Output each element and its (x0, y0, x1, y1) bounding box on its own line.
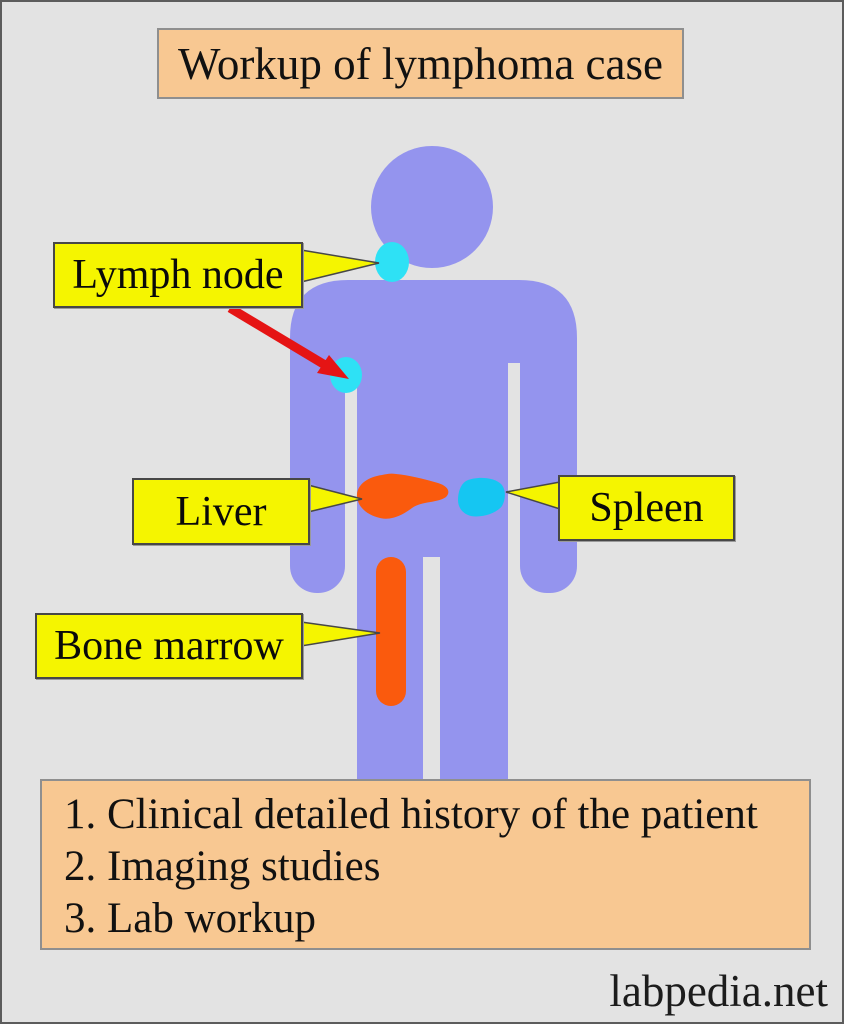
bone-marrow-shape (376, 557, 406, 706)
human-figure (290, 146, 577, 780)
spleen-shape (458, 477, 505, 517)
right-arm-shape (520, 335, 577, 593)
lymph-node-arrow (227, 304, 349, 379)
bone-marrow-label-text: Bone marrow (54, 623, 284, 669)
site-watermark: labpedia.net (609, 966, 828, 1016)
liver-shape (356, 473, 449, 519)
liver-label: Liver (132, 478, 310, 545)
callout-pointers (300, 249, 561, 647)
lymph-node-label-text: Lymph node (72, 252, 284, 298)
spleen-label-text: Spleen (589, 485, 704, 531)
legs-gap (423, 557, 440, 780)
lymph-node-neck-shape (375, 242, 409, 282)
bone-marrow-label: Bone marrow (35, 613, 303, 679)
lymph-node-pointer (300, 249, 380, 283)
head-shape (371, 146, 493, 268)
arrow-head (317, 355, 349, 379)
workup-item: 1. Clinical detailed history of the pati… (64, 791, 758, 838)
liver-label-text: Liver (175, 488, 267, 535)
workup-list-box: 1. Clinical detailed history of the pati… (40, 779, 811, 950)
workup-item: 2. Imaging studies (64, 843, 381, 890)
arrow-line (227, 304, 328, 369)
workup-item: 3. Lab workup (64, 895, 316, 942)
lymph-node-label: Lymph node (53, 242, 303, 308)
title-box: Workup of lymphoma case (157, 28, 684, 99)
spleen-label: Spleen (558, 475, 735, 541)
title-text: Workup of lymphoma case (177, 38, 663, 89)
